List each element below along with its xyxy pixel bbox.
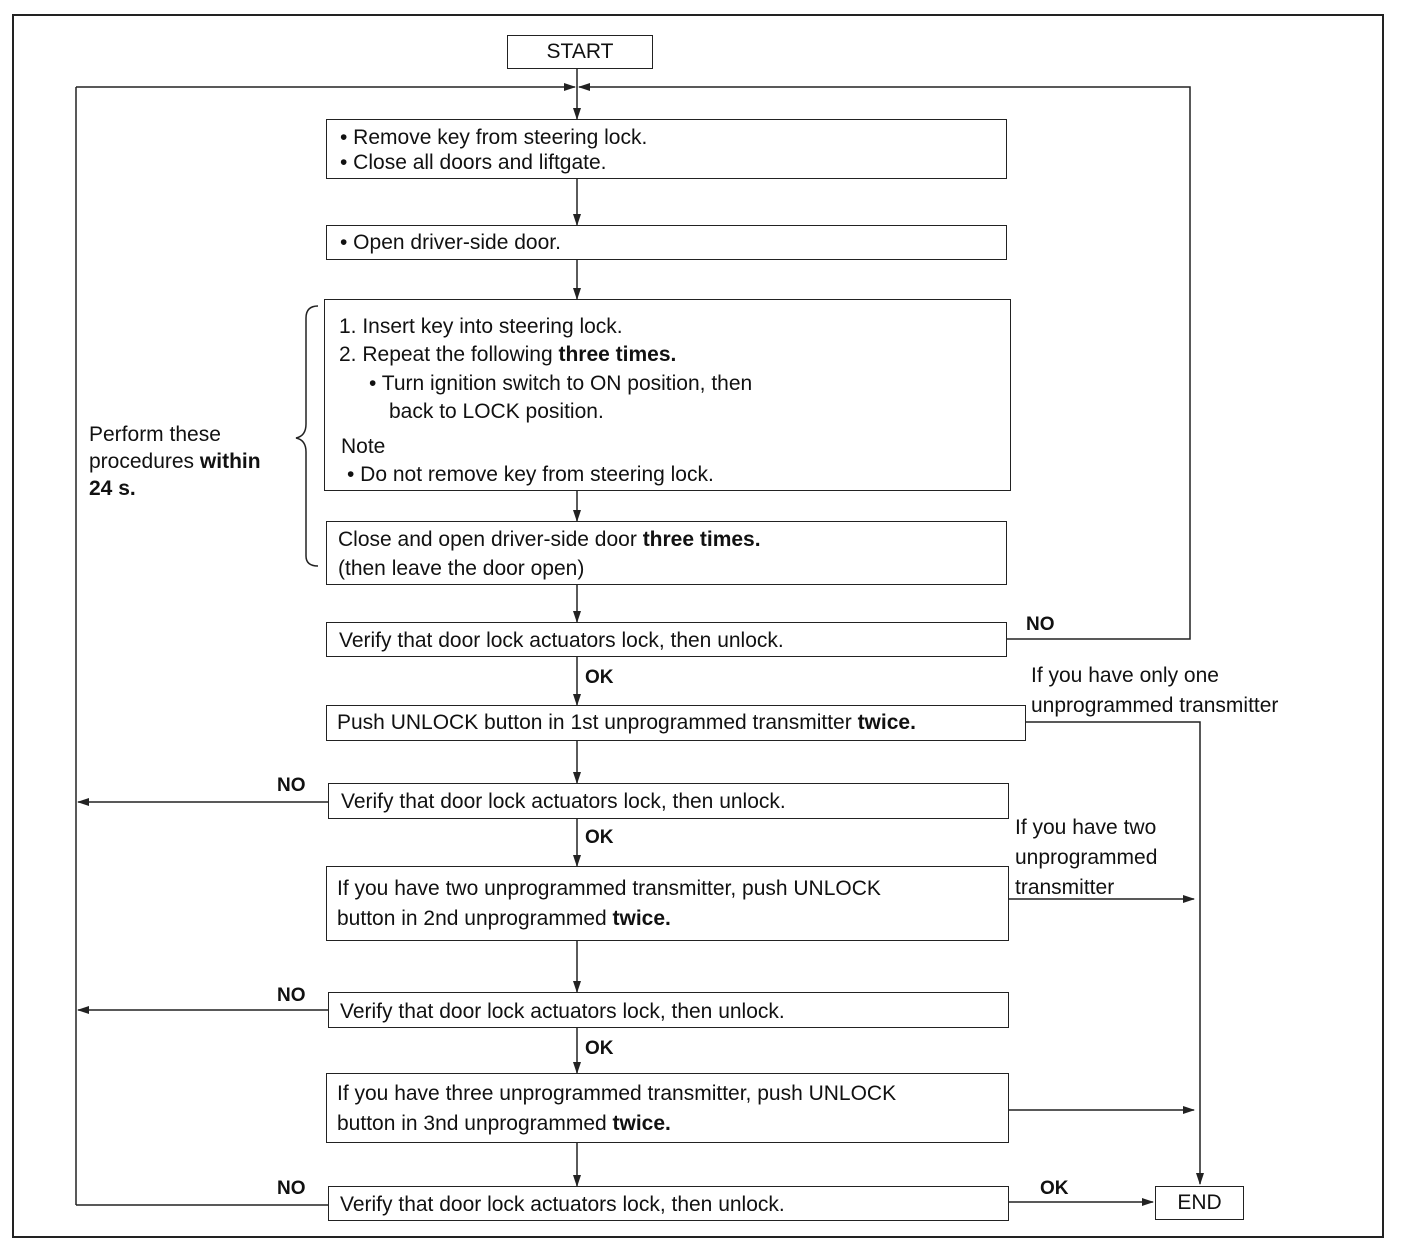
verify-box-3: Verify that door lock actuators lock, th… (328, 992, 1009, 1028)
no-label-4: NO (277, 1178, 306, 1199)
note-text: • Do not remove key from steering lock. (347, 463, 714, 486)
start-box: START (507, 35, 653, 69)
push-first-transmitter-box: Push UNLOCK button in 1st unprogrammed t… (326, 705, 1026, 741)
insert-key-text: 1. Insert key into steering lock. (339, 315, 623, 338)
step-close-open-door-box: Close and open driver-side door three ti… (326, 521, 1007, 585)
arrow-one-transmitter (1026, 721, 1204, 1185)
no-label-2: NO (277, 775, 306, 796)
close-open-text: Close and open driver-side door three ti… (338, 528, 761, 551)
ok-label-3: OK (585, 1038, 614, 1059)
leave-open-text: (then leave the door open) (338, 557, 585, 580)
branch-one-transmitter-label: If you have only one unprogrammed transm… (1031, 664, 1279, 717)
turn-ignition-text: • Turn ignition switch to ON position, t… (369, 372, 753, 395)
no-label-3: NO (277, 985, 306, 1006)
step-open-door-text: • Open driver-side door. (340, 231, 561, 254)
verify-box-4: Verify that door lock actuators lock, th… (328, 1186, 1009, 1221)
push-second-transmitter-box: If you have two unprogrammed transmitter… (326, 866, 1009, 941)
verify-box-2: Verify that door lock actuators lock, th… (328, 783, 1009, 819)
push-third-transmitter-box: If you have three unprogrammed transmitt… (326, 1073, 1009, 1143)
step-open-door-box: • Open driver-side door. (326, 225, 1007, 260)
loop-right-no (578, 83, 1191, 640)
time-limit-label: Perform these procedures within 24 s. (89, 423, 261, 500)
ok-label-2: OK (585, 827, 614, 848)
end-box: END (1155, 1186, 1244, 1220)
step-remove-key-text: • Remove key from steering lock. (340, 126, 648, 149)
back-to-lock-text: back to LOCK position. (389, 400, 604, 423)
step-close-doors-text: • Close all doors and liftgate. (340, 151, 607, 174)
ok-label-end: OK (1040, 1178, 1069, 1199)
step-ignition-box: 1. Insert key into steering lock. 2. Rep… (324, 299, 1011, 491)
step-remove-key-box: • Remove key from steering lock. • Close… (326, 119, 1007, 179)
bracket-brace (295, 305, 319, 567)
branch-two-transmitter-label: If you have two unprogrammed transmitter (1015, 816, 1158, 899)
note-title: Note (341, 435, 386, 458)
diagram-frame (12, 14, 1384, 1238)
no-label-1: NO (1026, 614, 1055, 635)
repeat-text: 2. Repeat the following three times. (339, 343, 677, 366)
verify-box-1: Verify that door lock actuators lock, th… (326, 622, 1007, 657)
ok-label-1: OK (585, 667, 614, 688)
